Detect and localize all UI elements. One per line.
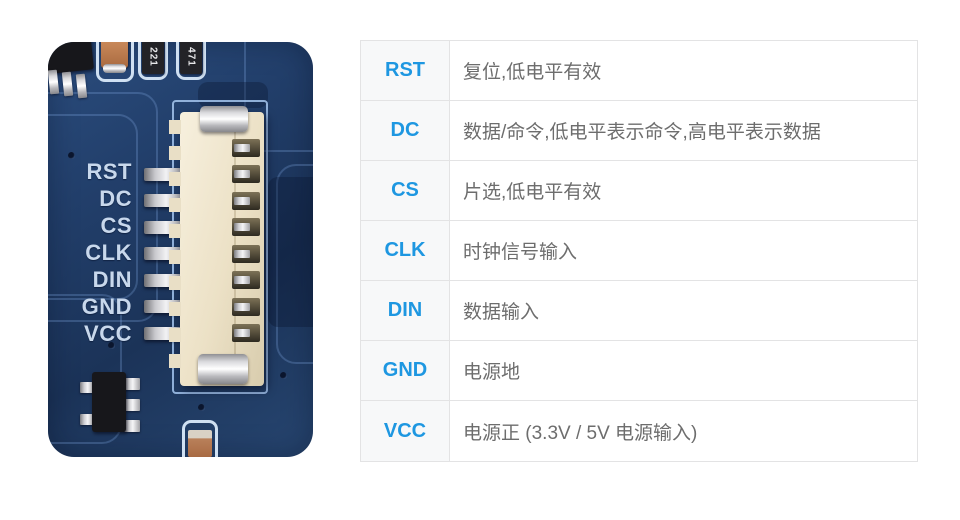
table-row: DC 数据/命令,低电平表示命令,高电平表示数据 xyxy=(361,101,917,161)
pcb-trace xyxy=(48,92,158,322)
ic-lead xyxy=(75,73,88,99)
resistor-silkscreen-outline xyxy=(138,42,168,80)
connector-slot xyxy=(232,324,260,342)
table-row: RST 复位,低电平有效 xyxy=(361,41,917,101)
via xyxy=(68,152,75,159)
connector-pin xyxy=(234,223,250,231)
connector-slot xyxy=(232,245,260,263)
pin-description-cell: 电源地 xyxy=(450,341,917,400)
ic-lead xyxy=(124,399,140,411)
capacitor-silkscreen-outline xyxy=(96,42,134,82)
pin-name-cell: RST xyxy=(361,41,450,100)
ic-lead xyxy=(80,414,94,425)
pcb-trace xyxy=(48,114,138,300)
via xyxy=(198,404,205,411)
pin-label-gnd: GND xyxy=(81,294,132,319)
connector-metal-tab-top xyxy=(200,106,248,132)
pin-name-cell: CS xyxy=(361,161,450,220)
pin-description-cell: 时钟信号输入 xyxy=(450,221,917,280)
pin-description-cell: 复位,低电平有效 xyxy=(450,41,917,100)
pin-description-cell: 片选,低电平有效 xyxy=(450,161,917,220)
pcb-photo: 221 471 RST DC CS CLK DIN GND VCC xyxy=(48,42,313,457)
silkscreen-pin-labels: RST DC CS CLK DIN GND VCC xyxy=(48,161,132,345)
pin-label-clk: CLK xyxy=(85,240,132,265)
smd-resistor-221: 221 xyxy=(142,42,164,74)
ic-lead xyxy=(80,382,94,393)
ic-lead xyxy=(124,420,140,432)
connector-slot xyxy=(232,165,260,183)
pin-name-cell: DC xyxy=(361,101,450,160)
capacitor-terminal xyxy=(103,64,126,73)
pcb-shadow-area xyxy=(198,82,268,108)
connector-slot xyxy=(232,192,260,210)
connector-pin xyxy=(234,144,250,152)
pin-label-vcc: VCC xyxy=(84,321,132,346)
table-row: CLK 时钟信号输入 xyxy=(361,221,917,281)
resistor-marking: 221 xyxy=(147,47,159,67)
connector-slot xyxy=(232,218,260,236)
connector-pin xyxy=(234,329,250,337)
connector-notches xyxy=(169,120,181,378)
connector-slot xyxy=(232,298,260,316)
pin-name-cell: VCC xyxy=(361,401,450,461)
connector-pin xyxy=(234,276,250,284)
pin-name-cell: GND xyxy=(361,341,450,400)
ic-lead xyxy=(48,69,60,95)
pin-label-cs: CS xyxy=(100,213,132,238)
pcb-trace xyxy=(48,294,122,444)
table-row: VCC 电源正 (3.3V / 5V 电源输入) xyxy=(361,401,917,461)
pcb-shadow-area xyxy=(268,177,313,327)
connector-metal-tab-bottom xyxy=(198,354,248,384)
pin-description-cell: 电源正 (3.3V / 5V 电源输入) xyxy=(450,401,917,461)
via xyxy=(280,372,287,379)
pin-label-dc: DC xyxy=(99,186,132,211)
pin-description-cell: 数据/命令,低电平表示命令,高电平表示数据 xyxy=(450,101,917,160)
connector-pin xyxy=(234,197,250,205)
ic-lead xyxy=(124,378,140,390)
resistor-silkscreen-outline xyxy=(176,42,206,80)
pin-name-cell: CLK xyxy=(361,221,450,280)
pin-definition-table: RST 复位,低电平有效 DC 数据/命令,低电平表示命令,高电平表示数据 CS… xyxy=(360,40,918,462)
connector-pin xyxy=(234,170,250,178)
pin-description-cell: 数据输入 xyxy=(450,281,917,340)
connector-slot xyxy=(232,139,260,157)
table-row: CS 片选,低电平有效 xyxy=(361,161,917,221)
table-row: GND 电源地 xyxy=(361,341,917,401)
ic-lead xyxy=(61,71,74,97)
connector-slot xyxy=(232,271,260,289)
connector-pin xyxy=(234,303,250,311)
smd-resistor-471: 471 xyxy=(180,42,202,74)
connector-pin xyxy=(234,250,250,258)
smd-capacitor-top xyxy=(101,42,128,68)
pin-label-din: DIN xyxy=(92,267,132,292)
pcb-trace xyxy=(276,164,313,364)
pcb-trace xyxy=(244,42,313,152)
smd-capacitor-bottom xyxy=(188,430,212,457)
pin-label-rst: RST xyxy=(86,159,132,184)
pin-name-cell: DIN xyxy=(361,281,450,340)
table-row: DIN 数据输入 xyxy=(361,281,917,341)
resistor-marking: 471 xyxy=(185,47,197,67)
capacitor-silkscreen-outline xyxy=(182,420,218,457)
via xyxy=(108,342,115,349)
smd-ic-bottom xyxy=(92,372,126,432)
